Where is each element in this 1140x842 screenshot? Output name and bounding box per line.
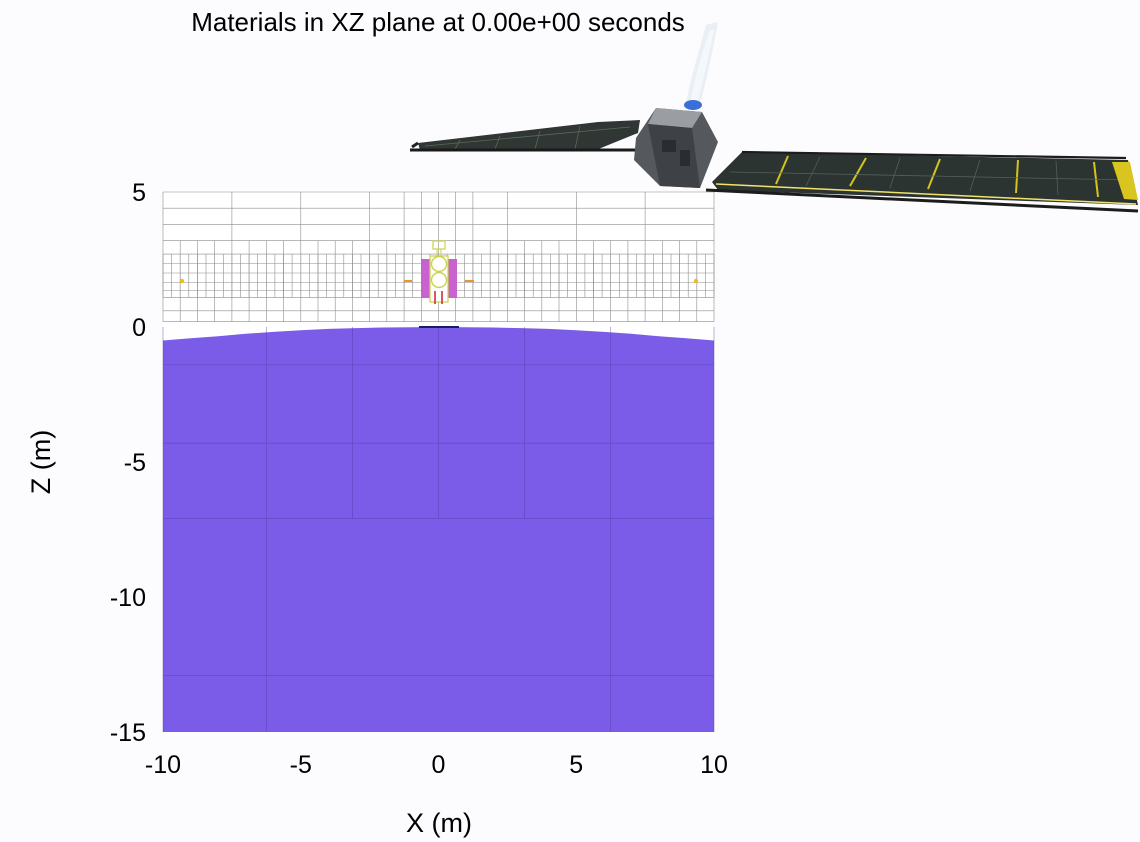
y-tick-label: 0 — [132, 314, 146, 342]
target-material-region — [163, 327, 714, 732]
y-axis-ticks: 5 0 -5 -10 -15 — [110, 179, 146, 747]
x-tick-label: 10 — [700, 751, 728, 779]
x-tick-label: -5 — [290, 751, 312, 779]
thruster-nozzle — [684, 100, 702, 110]
y-tick-label: -15 — [110, 719, 146, 747]
y-tick-label: -10 — [110, 584, 146, 612]
y-tick-label: -5 — [124, 449, 146, 477]
spacecraft-illustration — [410, 22, 1139, 213]
spacecraft-core — [429, 255, 449, 303]
solar-panel-right-frame — [705, 188, 1139, 213]
x-axis-label: X (m) — [406, 808, 472, 838]
x-tick-label: 5 — [569, 751, 583, 779]
plot-area — [162, 191, 715, 732]
solar-panel-left — [418, 120, 640, 150]
y-tick-label: 5 — [132, 179, 146, 207]
x-tick-label: -10 — [145, 751, 181, 779]
x-axis-ticks: -10 -5 0 5 10 — [145, 751, 728, 779]
spacecraft-tank-lower — [430, 271, 448, 289]
spacecraft-model — [179, 240, 699, 328]
panel-tip-right — [693, 278, 699, 284]
spacecraft-antenna-mast — [436, 248, 442, 257]
panel-tip-left — [179, 278, 185, 284]
coarse-mesh-grid — [162, 327, 715, 732]
y-axis-label: Z (m) — [26, 430, 56, 494]
x-tick-label: 0 — [432, 751, 446, 779]
solar-panel-right — [712, 152, 1138, 205]
chart-title: Materials in XZ plane at 0.00e+00 second… — [191, 7, 685, 37]
